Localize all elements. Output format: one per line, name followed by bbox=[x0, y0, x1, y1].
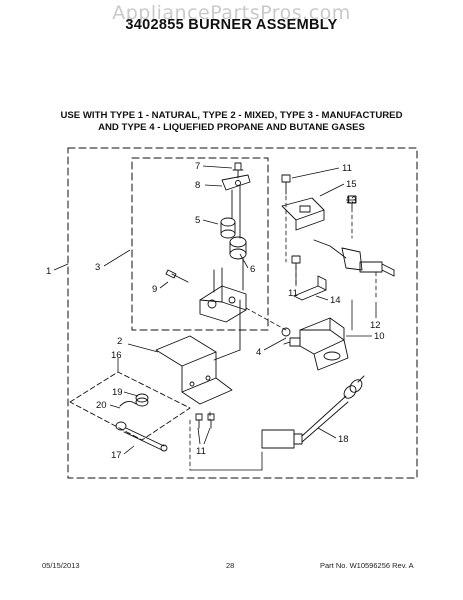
callout-12: 12 bbox=[370, 320, 381, 331]
orifice-holder-5-part bbox=[220, 185, 247, 291]
screw-7-part bbox=[232, 162, 244, 179]
screw-13-part bbox=[347, 195, 357, 209]
callout-11-upper: 11 bbox=[342, 163, 352, 174]
callout-7: 7 bbox=[195, 161, 200, 172]
usage-note-line-2: AND TYPE 4 - LIQUEFIED PROPANE AND BUTAN… bbox=[98, 122, 365, 133]
outer-assembly-boundary bbox=[67, 147, 418, 479]
orifice-4-part bbox=[281, 327, 301, 347]
page-title: 3402855 BURNER ASSEMBLY bbox=[125, 17, 338, 33]
bracket-2-part bbox=[155, 335, 233, 405]
callout-11-middle: 11 bbox=[288, 288, 298, 299]
callout-4: 4 bbox=[256, 347, 261, 358]
callout-14: 14 bbox=[330, 295, 341, 306]
hose-subassembly-boundary bbox=[69, 371, 191, 441]
callout-labels: 1 2 3 4 5 6 7 8 9 10 11 11 11 12 13 14 1… bbox=[46, 161, 385, 461]
bracket-8-part bbox=[221, 174, 251, 191]
callout-13: 13 bbox=[346, 195, 357, 206]
callout-5: 5 bbox=[195, 215, 200, 226]
inner-assembly-boundary bbox=[131, 157, 269, 331]
screws-11-lower-part bbox=[195, 413, 215, 429]
burner-tube-10-part bbox=[299, 317, 349, 371]
callout-19: 19 bbox=[112, 387, 123, 398]
callout-10: 10 bbox=[374, 331, 385, 342]
screw-9-part bbox=[165, 269, 189, 283]
callout-9: 9 bbox=[152, 284, 157, 295]
bracket-14-part bbox=[293, 275, 327, 301]
igniter-bracket-15-part bbox=[281, 197, 325, 231]
gas-line-18-part bbox=[261, 375, 365, 449]
callout-15: 15 bbox=[346, 179, 357, 190]
callout-8: 8 bbox=[195, 180, 200, 191]
callout-6: 6 bbox=[250, 264, 255, 275]
callout-20: 20 bbox=[96, 400, 107, 411]
watermark-text: AppliancePartsPros.com bbox=[112, 2, 351, 24]
footer-date: 05/15/2013 bbox=[42, 561, 80, 570]
callout-3: 3 bbox=[95, 262, 100, 273]
callout-11-lower: 11 bbox=[196, 446, 206, 457]
callout-1: 1 bbox=[46, 266, 51, 277]
callout-2: 2 bbox=[117, 336, 122, 347]
alignment-lines bbox=[189, 195, 377, 471]
valve-body-part bbox=[199, 267, 247, 351]
callout-leaders bbox=[53, 165, 377, 455]
footer-page-number: 28 bbox=[226, 561, 235, 570]
igniter-12-part bbox=[313, 239, 395, 277]
callout-17: 17 bbox=[111, 450, 122, 461]
footer-part-number: Part No. W10596256 Rev. A bbox=[320, 561, 414, 570]
callout-16: 16 bbox=[111, 350, 122, 361]
assembly-guide-lines bbox=[189, 299, 353, 471]
screw-11-upper-part bbox=[281, 174, 291, 195]
flex-hose-part bbox=[115, 393, 168, 452]
usage-note-line-1: USE WITH TYPE 1 - NATURAL, TYPE 2 - MIXE… bbox=[60, 110, 403, 121]
callout-18: 18 bbox=[338, 434, 349, 445]
